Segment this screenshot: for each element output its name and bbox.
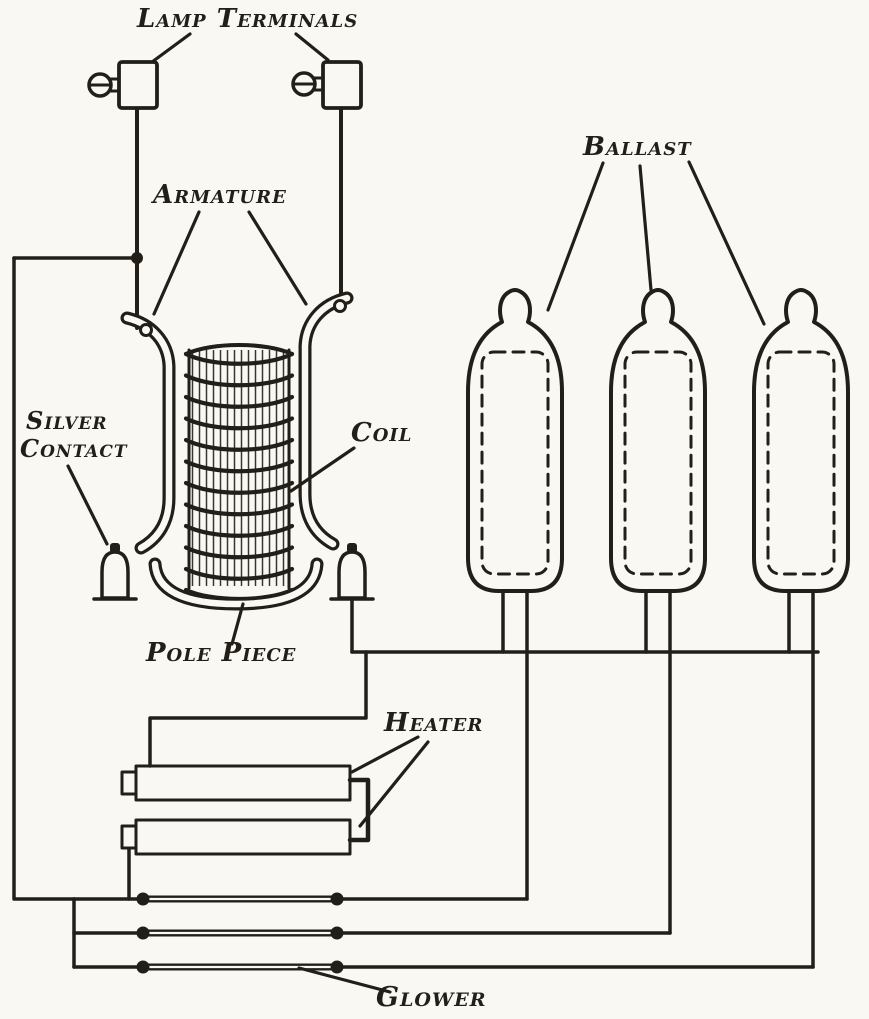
armature-left-outline [120,311,176,555]
armature-right-fill [301,294,351,548]
heater-bar-2 [134,818,352,856]
heater-bar-1 [134,764,352,802]
glower-dot [136,926,150,940]
wiring [12,106,820,969]
glower-dot [330,960,344,974]
tube-envelope [466,288,564,593]
glower-dot [136,960,150,974]
heater-tab-2 [120,824,138,850]
heater [120,764,371,856]
left-rail-wire [12,256,76,901]
coil-windings [183,351,295,602]
leader-heater-1 [350,735,420,774]
contact-body [100,550,130,600]
leader-lamp-terminal-left [150,32,192,64]
leader-lines [66,32,766,994]
silver-contact-left [92,543,138,601]
ballast-tube-2 [609,288,707,593]
armature-right-outline [298,291,354,551]
label-ballast: Ballast [582,132,692,162]
heater-tab-1 [120,770,138,796]
label-coil: Coil [351,418,412,448]
leader-ballast-2 [638,164,653,292]
label-armature: Armature [150,180,287,210]
leader-silver-contact [66,464,109,546]
heater-feed-wire [148,650,368,768]
leader-glower [297,966,392,994]
leader-heater-2 [358,740,430,828]
label-contact: Contact [20,434,128,463]
tube-inner-element [766,350,836,576]
label-heater: Heater [383,708,483,738]
labels: Lamp Terminals Armature Silver Contact C… [20,4,692,1013]
contact-body [337,550,367,600]
ballast-tube-3 [752,288,850,593]
lamp-terminal-right [291,60,363,110]
lamp-terminal-left [87,60,159,110]
junction-dot [131,252,143,264]
leader-coil [289,446,356,493]
tube-envelope [609,288,707,593]
terminal-block [117,60,159,110]
tube-envelope [752,288,850,593]
armature-pivot [139,323,153,337]
tube-inner-element [623,350,693,576]
armature-right [298,291,354,551]
pole-piece [148,557,324,611]
label-silver: Silver [26,406,108,435]
glower-dot [136,892,150,906]
silver-contact-right [329,543,375,601]
glower-rods [136,892,344,974]
leader-lamp-terminal-right [294,32,330,62]
coil [183,343,295,602]
armature-left [120,311,176,555]
leader-ballast-1 [546,161,605,312]
heater-end-bracket [347,777,371,843]
leader-pole-piece [230,602,245,646]
leader-armature-right [247,210,308,306]
tube-inner-element [480,350,550,576]
coil-top-edge [184,343,294,356]
label-pole-piece: Pole Piece [145,638,296,668]
terminal-block [321,60,363,110]
pole-piece-dish-fill [151,560,321,608]
armature-pivot [333,299,347,313]
glower-dot [330,926,344,940]
leader-ballast-3 [687,160,766,326]
leader-armature-left [152,210,201,316]
ballast-tube-1 [466,288,564,593]
label-glower: Glower [376,982,487,1013]
label-lamp-terminals: Lamp Terminals [136,4,358,34]
glower-dot [330,892,344,906]
